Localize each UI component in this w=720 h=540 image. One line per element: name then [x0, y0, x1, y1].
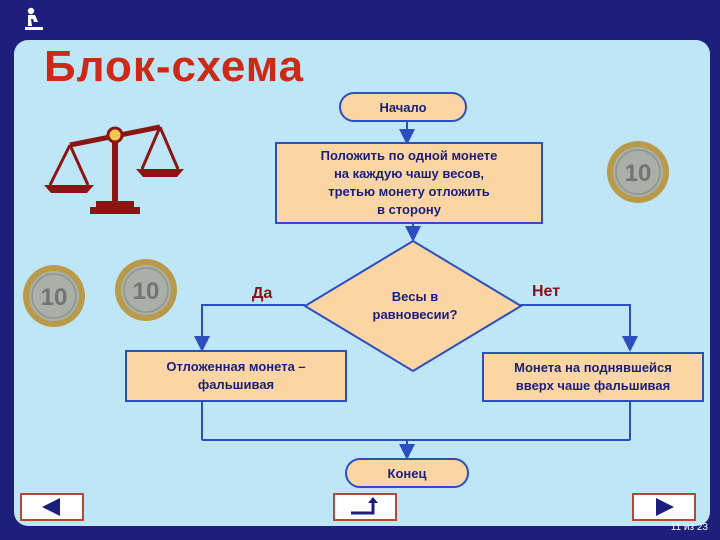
slide-counter: 11 из 23 [670, 522, 708, 533]
next-slide-button[interactable] [632, 493, 696, 521]
right-arrow-icon [656, 498, 674, 516]
svg-text:10: 10 [41, 284, 68, 311]
return-button[interactable] [333, 493, 397, 521]
coin-icon: 10 [607, 141, 669, 203]
process-step: Положить по одной монете на каждую чашу … [275, 142, 543, 224]
prev-slide-button[interactable] [20, 493, 84, 521]
end-terminal: Конец [345, 458, 469, 488]
no-result-box: Монета на поднявшейся вверх чаше фальшив… [482, 352, 704, 402]
return-arrow-icon [351, 497, 378, 515]
scales-icon [44, 124, 184, 214]
decision-text: Весы в равновесии? [372, 289, 458, 322]
yes-label: Да [252, 285, 273, 302]
yes-result-box: Отложенная монета – фальшивая [125, 350, 347, 402]
left-arrow-icon [42, 498, 60, 516]
start-terminal: Начало [339, 92, 467, 122]
svg-text:10: 10 [133, 278, 160, 305]
decision-diamond [303, 239, 523, 373]
svg-text:10: 10 [625, 160, 652, 187]
no-label: Нет [532, 283, 561, 300]
coin-icon: 10 [23, 265, 85, 327]
slide-title: Блок-схема [44, 42, 305, 91]
rider-icon [25, 7, 43, 30]
coin-icon: 10 [115, 259, 177, 321]
